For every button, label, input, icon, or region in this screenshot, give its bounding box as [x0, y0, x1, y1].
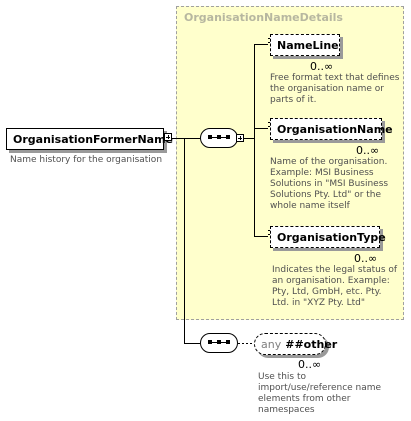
sequence-icon[interactable] [200, 128, 238, 148]
occurrence-label: 0..∞ [298, 358, 322, 371]
any-name: ##other [285, 337, 338, 351]
connector [184, 138, 185, 344]
connector [172, 138, 200, 139]
child-description: Free format text that defines the organi… [270, 73, 400, 105]
connector [254, 236, 268, 237]
connector [254, 128, 268, 129]
root-element[interactable]: OrganisationFormerName [6, 128, 173, 150]
child-element-label: OrganisationName [277, 122, 393, 136]
occurrence-label: 0..∞ [356, 144, 380, 157]
sequence-icon[interactable] [200, 333, 238, 353]
group-box [176, 6, 404, 320]
group-title: OrganisationNameDetails [184, 11, 343, 24]
child-element-label: OrganisationType [277, 230, 386, 244]
child-element-organisationtype[interactable]: OrganisationType [270, 226, 386, 248]
occurrence-label: 0..∞ [354, 252, 378, 265]
connector [184, 343, 200, 344]
connector [238, 343, 254, 344]
occurrence-label: 0..∞ [310, 60, 334, 73]
expand-icon[interactable] [164, 133, 172, 141]
any-description: Use this to import/use/reference name el… [258, 372, 382, 415]
any-prefix: any [261, 337, 282, 351]
root-description: Name history for the organisation [10, 155, 163, 165]
root-element-label: OrganisationFormerName [13, 132, 174, 146]
child-element-label: NameLine [277, 38, 339, 52]
connector [254, 44, 255, 236]
child-element-organisationname[interactable]: OrganisationName [270, 118, 393, 140]
connector [244, 138, 254, 139]
connector [254, 44, 268, 45]
child-description: Indicates the legal status of an organis… [272, 265, 398, 308]
child-description: Name of the organisation. Example: MSI B… [270, 157, 389, 211]
any-wildcard[interactable]: any ##other [254, 333, 337, 355]
collapse-icon[interactable] [236, 134, 244, 142]
child-element-nameline[interactable]: NameLine [270, 34, 340, 56]
